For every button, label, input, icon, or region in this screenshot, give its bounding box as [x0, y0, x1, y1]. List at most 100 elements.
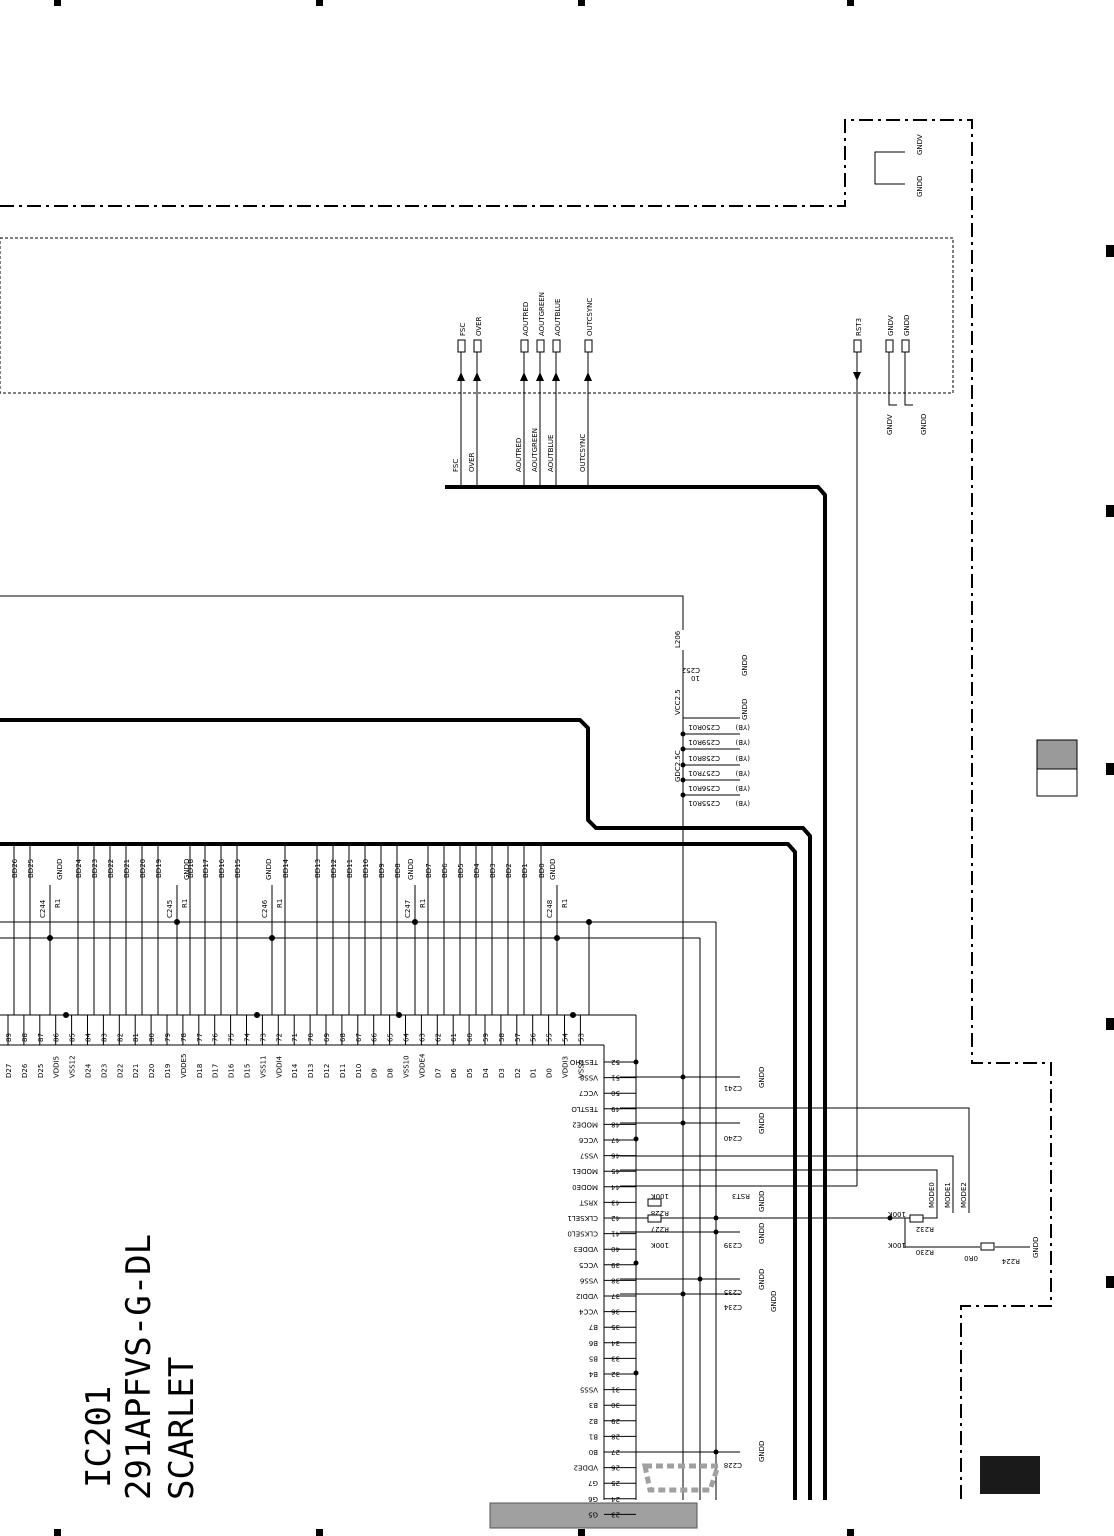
pin-number: 85 — [69, 1033, 77, 1042]
right-components: C241 C240 RST3 100K R228 R227 100K C239 … — [651, 1067, 1040, 1469]
decoupling-cap: C256 R01 (YB) — [688, 784, 750, 792]
svg-text:(YB): (YB) — [735, 769, 750, 777]
pin-number: 68 — [339, 1033, 347, 1042]
pin-name: D10 — [355, 1064, 363, 1078]
bus-label: BD10 — [362, 859, 370, 878]
right-junctions — [633, 1059, 893, 1455]
bus-label: BD14 — [282, 858, 290, 878]
wire-aoutred: AOUTRED — [515, 438, 523, 472]
bus-label: BD9 — [378, 863, 386, 878]
pin-name: VSS6 — [579, 1276, 598, 1284]
pin-number: 40 — [611, 1245, 620, 1253]
section-tab — [1036, 739, 1078, 797]
gndv-sym: GNDV — [886, 414, 894, 435]
pin-name: MODE0 — [572, 1183, 598, 1191]
conn-rst3: RST3 — [855, 318, 863, 336]
pin-number: 53 — [577, 1033, 585, 1042]
svg-text:GNDD: GNDD — [56, 859, 64, 880]
conn-fsc: FSC — [459, 323, 467, 336]
pin-number: 38 — [611, 1276, 620, 1284]
pin-name: D5 — [466, 1068, 474, 1078]
conn-gndv: GNDV — [887, 315, 895, 336]
svg-text:GNDD: GNDD — [758, 1113, 766, 1134]
svg-text:C228: C228 — [724, 1461, 742, 1469]
gndd-label: GNDD — [916, 176, 924, 197]
pin-number: 37 — [611, 1292, 620, 1300]
bus-label: BD1 — [521, 863, 529, 878]
pin-number: 61 — [450, 1033, 458, 1042]
svg-text:R1: R1 — [181, 899, 189, 908]
svg-text:100K: 100K — [651, 1241, 669, 1249]
pin-name: D13 — [307, 1064, 315, 1078]
svg-text:R01: R01 — [688, 769, 702, 777]
bus-label: BD8 — [394, 863, 402, 878]
pin-name: B5 — [589, 1354, 598, 1362]
top-caps: C244 R1 GNDD C245 R1 GNDD C246 R1 GNDD C… — [39, 859, 569, 918]
pin-name: D11 — [339, 1064, 347, 1078]
pin-number: 66 — [371, 1033, 379, 1042]
pin-name: VSS5 — [580, 1386, 598, 1394]
cap: C248 R1 GNDD — [546, 859, 569, 918]
svg-text:C245: C245 — [166, 900, 174, 918]
pin-name: D4 — [482, 1068, 490, 1078]
cap: C246 R1 GNDD — [261, 859, 284, 918]
svg-text:(YB): (YB) — [735, 754, 750, 762]
arrows — [457, 372, 861, 381]
svg-text:GNDD: GNDD — [758, 1067, 766, 1088]
pin-name: D19 — [164, 1064, 172, 1078]
bus-label: BD20 — [139, 859, 147, 878]
pin-number: 78 — [180, 1033, 188, 1042]
svg-text:C239: C239 — [724, 1241, 742, 1249]
svg-text:GNDD: GNDD — [183, 859, 191, 880]
svg-text:C259: C259 — [702, 738, 720, 746]
svg-text:GNDD: GNDD — [758, 1269, 766, 1290]
svg-text:R224: R224 — [1001, 1257, 1020, 1265]
bus-label: BD17 — [202, 859, 210, 878]
decoupling-cap: C258 R01 (YB) — [688, 754, 750, 762]
bus-label: BD26 — [11, 858, 19, 878]
pin-number: 70 — [307, 1033, 315, 1042]
pin-name: TESTHO — [569, 1058, 599, 1066]
svg-text:0R0: 0R0 — [964, 1254, 978, 1262]
conn-outcsync: OUTCSYNC — [586, 298, 594, 336]
svg-text:C240: C240 — [724, 1134, 742, 1142]
pin-number: 27 — [611, 1448, 620, 1456]
pin-name: D12 — [323, 1064, 331, 1078]
svg-text:R232: R232 — [916, 1225, 934, 1233]
pin-number: 26 — [611, 1464, 620, 1472]
pin-number: 59 — [482, 1033, 490, 1042]
pin-number: 86 — [53, 1033, 61, 1042]
svg-text:R01: R01 — [688, 754, 702, 762]
bus-label: BD25 — [27, 859, 35, 878]
connector-wires — [460, 352, 913, 1186]
bus-label: BD4 — [473, 863, 481, 878]
svg-text:R230: R230 — [916, 1248, 934, 1256]
pin-number: 33 — [611, 1354, 620, 1362]
pin-number: 47 — [611, 1136, 620, 1144]
svg-text:R228: R228 — [651, 1209, 669, 1217]
svg-text:C257: C257 — [702, 769, 720, 777]
pin-name: VSS8 — [580, 1074, 598, 1082]
pin-name: D23 — [100, 1064, 108, 1078]
pin-name: D27 — [5, 1064, 13, 1078]
connector-frame — [0, 237, 954, 394]
pin-name: XRST — [579, 1198, 598, 1206]
pin-number: 81 — [132, 1033, 140, 1042]
gndv-label: GNDV — [916, 134, 924, 155]
pin-number: 50 — [611, 1089, 620, 1097]
pin-number: 75 — [228, 1033, 236, 1042]
bus-label: BD7 — [425, 863, 433, 878]
wire-outcsync: OUTCSYNC — [579, 434, 587, 472]
svg-text:C246: C246 — [261, 899, 269, 918]
bus-label: BD22 — [107, 859, 115, 878]
bus-label: BD12 — [330, 859, 338, 878]
pin-number: 39 — [611, 1261, 620, 1269]
pin-number: 65 — [387, 1033, 395, 1042]
svg-text:C244: C244 — [39, 899, 47, 918]
svg-text:100K: 100K — [888, 1241, 906, 1249]
svg-text:R227: R227 — [651, 1225, 669, 1233]
pin-number: 36 — [611, 1308, 620, 1316]
svg-text:(YB): (YB) — [735, 784, 750, 792]
wire-fsc: FSC — [452, 459, 460, 472]
